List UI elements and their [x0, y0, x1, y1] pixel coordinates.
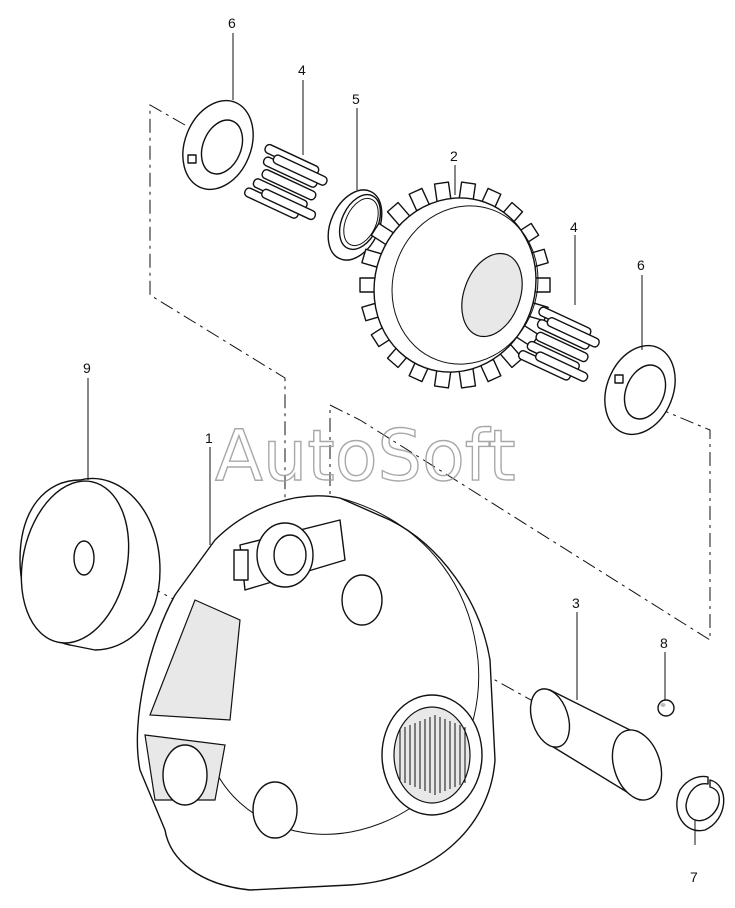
- callout-part-1: 1: [205, 430, 213, 446]
- part-1-planet-carrier: [136, 495, 496, 891]
- centerline-left: [149, 104, 286, 530]
- centerline-right: [329, 404, 711, 641]
- callout-part-8: 8: [660, 635, 668, 651]
- part-3-planet-pin: [529, 688, 663, 801]
- callout-part-9: 9: [83, 360, 91, 376]
- callout-part-4-top: 4: [298, 62, 306, 78]
- part-7-snap-ring: [676, 775, 725, 832]
- callout-part-3: 3: [572, 595, 580, 611]
- part-8-ball: [657, 699, 675, 717]
- callout-part-4-bottom: 4: [570, 219, 578, 235]
- callout-part-6-bottom: 6: [637, 257, 645, 273]
- part-5-spacer-ring: [327, 189, 383, 261]
- watermark-text: AutoSoft: [215, 415, 516, 497]
- part-6-thrust-washer-bottom: [604, 344, 676, 436]
- part-6-thrust-washer-top: [182, 99, 254, 191]
- part-4-needle-bearing-bottom: [517, 306, 600, 382]
- part-9-thrust-disc: [19, 477, 161, 651]
- callout-labels: 6 4 5 2 4 6 9 1 3 8 7: [83, 15, 698, 885]
- callout-part-7: 7: [690, 869, 698, 885]
- part-4-needle-bearing-top: [243, 143, 328, 221]
- callout-part-5: 5: [352, 91, 360, 107]
- hub-spline-lines: [399, 715, 466, 795]
- callout-part-2: 2: [450, 148, 458, 164]
- callout-part-6-top: 6: [228, 15, 236, 31]
- leader-lines: [87, 33, 696, 845]
- part-2-planet-gear: [359, 181, 551, 389]
